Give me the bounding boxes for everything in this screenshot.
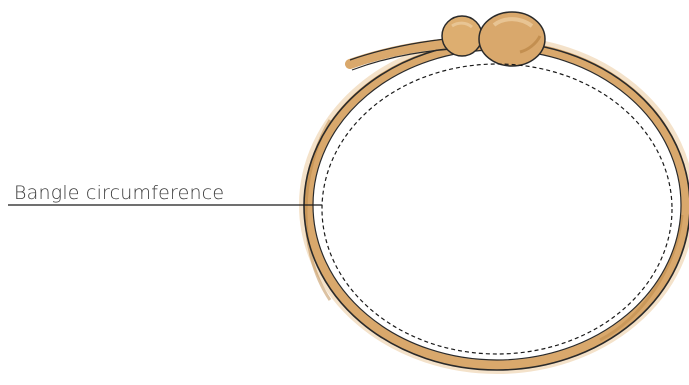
circumference-dashed-line: [322, 64, 672, 354]
bangle-knot: [442, 12, 545, 66]
circumference-label: Bangle circumference: [14, 182, 224, 204]
bangle-band: [304, 42, 689, 370]
